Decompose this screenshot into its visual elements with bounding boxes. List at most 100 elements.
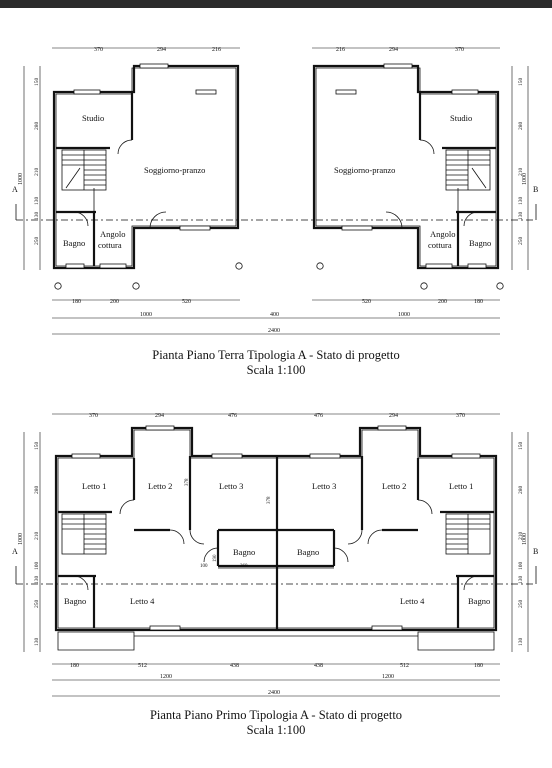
inner-dim-260: 260 bbox=[240, 564, 248, 569]
side-dim-right-1: 150 bbox=[518, 78, 524, 87]
first-doors bbox=[73, 499, 479, 591]
ground-side-dimensions: 1000 150 280 210 130 130 250 1000 150 28… bbox=[18, 66, 529, 270]
side-ff-l1: 150 bbox=[34, 442, 40, 451]
side-dim-right-2: 280 bbox=[518, 122, 524, 131]
side-dim-left-4: 130 bbox=[34, 197, 40, 206]
first-left-stairs bbox=[61, 513, 107, 555]
dim-bottom-ff-6: 180 bbox=[474, 663, 483, 669]
dim-bottom-left-1: 180 bbox=[72, 299, 81, 305]
first-top-dimensions: 370 294 476 476 294 370 bbox=[52, 413, 500, 419]
dim-top-right-2: 294 bbox=[389, 47, 398, 53]
room-letto1: Letto 1 bbox=[82, 481, 106, 491]
side-ff-l2: 280 bbox=[34, 486, 40, 495]
side-dim-right-6: 250 bbox=[518, 237, 524, 246]
dim-top-4: 476 bbox=[314, 413, 323, 419]
dim-grand-total: 2400 bbox=[268, 328, 280, 334]
section-a-label: A bbox=[12, 185, 18, 194]
side-total-right: 1000 bbox=[522, 173, 528, 185]
room-soggiorno: Soggiorno-pranzo bbox=[144, 165, 205, 175]
first-floor-scale: Scala 1:100 bbox=[246, 723, 306, 737]
inner-dim-378-right: 378 bbox=[267, 496, 272, 504]
ground-floor-caption: Pianta Piano Terra Tipologia A - Stato d… bbox=[0, 348, 552, 378]
side-ff-r2: 280 bbox=[518, 486, 524, 495]
first-section-line: A B bbox=[12, 547, 538, 585]
room-angolo-2: cottura bbox=[98, 240, 122, 250]
room-bagno-right: Bagno bbox=[469, 238, 491, 248]
dim-bottom-right-3: 180 bbox=[474, 299, 483, 305]
first-side-dimensions: 1000 150 280 210 100 130 250 130 1000 15… bbox=[18, 432, 529, 652]
dim-top-2: 294 bbox=[155, 413, 164, 419]
section-b-label-ff: B bbox=[533, 547, 538, 556]
inner-dim-100: 100 bbox=[200, 564, 208, 569]
axis-marker bbox=[54, 282, 62, 290]
dim-grand-total-ff: 2400 bbox=[268, 690, 280, 696]
room-angolo-1: Angolo bbox=[100, 229, 126, 239]
dim-top-1: 370 bbox=[89, 413, 98, 419]
dim-unit-total-right: 1000 bbox=[398, 312, 410, 318]
room-angolo-right-1: Angolo bbox=[430, 229, 456, 239]
dim-bottom-ff-4: 438 bbox=[314, 663, 323, 669]
window bbox=[195, 89, 217, 95]
side-ff-l5: 130 bbox=[34, 576, 40, 585]
ground-right-unit: Studio Soggiorno-pranzo Bagno Angolo cot… bbox=[312, 63, 500, 270]
axis-marker bbox=[132, 282, 140, 290]
side-dim-left-2: 280 bbox=[34, 122, 40, 131]
side-ff-r7: 130 bbox=[518, 638, 524, 647]
room-bagno-right: Bagno bbox=[468, 596, 490, 606]
side-total-right-ff: 1000 bbox=[522, 533, 528, 545]
side-dim-left-5: 130 bbox=[34, 212, 40, 221]
ground-right-stairs bbox=[446, 150, 490, 190]
window bbox=[383, 63, 413, 69]
room-bagno-center-right: Bagno bbox=[297, 547, 319, 557]
window bbox=[179, 225, 211, 231]
inner-dim-190: 190 bbox=[213, 554, 218, 562]
side-ff-r3: 210 bbox=[518, 532, 524, 541]
side-ff-r1: 150 bbox=[518, 442, 524, 451]
side-ff-l7: 130 bbox=[34, 638, 40, 647]
side-ff-l4: 100 bbox=[34, 562, 40, 571]
dim-bottom-left-2: 200 bbox=[110, 299, 119, 305]
side-ff-r5: 130 bbox=[518, 576, 524, 585]
side-ff-r6: 250 bbox=[518, 600, 524, 609]
top-bar bbox=[0, 0, 552, 8]
dim-unit-total-left: 1000 bbox=[140, 312, 152, 318]
side-dim-left-3: 210 bbox=[34, 168, 40, 177]
ground-section-line: A B bbox=[12, 185, 538, 221]
dim-bottom-ff-1: 180 bbox=[70, 663, 79, 669]
inner-dim-378-left: 378 bbox=[185, 478, 190, 486]
dim-unit-ff-right: 1200 bbox=[382, 674, 394, 680]
dim-gap: 400 bbox=[270, 312, 279, 318]
dim-bottom-right-1: 520 bbox=[362, 299, 371, 305]
column-marker bbox=[235, 262, 243, 270]
dim-top-left-2: 294 bbox=[157, 47, 166, 53]
first-floor-walls bbox=[54, 426, 498, 651]
first-floor-title: Pianta Piano Primo Tipologia A - Stato d… bbox=[149, 708, 403, 722]
window bbox=[341, 225, 373, 231]
room-letto2: Letto 2 bbox=[148, 481, 172, 491]
room-letto3-right: Letto 3 bbox=[312, 481, 336, 491]
room-letto2-right: Letto 2 bbox=[382, 481, 406, 491]
dim-top-right-3: 370 bbox=[455, 47, 464, 53]
room-letto1-right: Letto 1 bbox=[449, 481, 473, 491]
dim-top-left-3: 216 bbox=[212, 47, 221, 53]
dim-top-right-1: 216 bbox=[336, 47, 345, 53]
ground-top-dimensions: 370 294 216 216 294 370 bbox=[52, 47, 500, 53]
dim-top-5: 294 bbox=[389, 413, 398, 419]
first-floor-plan: 370 294 476 476 294 370 1000 150 280 210… bbox=[12, 413, 538, 697]
room-letto4: Letto 4 bbox=[130, 596, 155, 606]
axis-marker bbox=[420, 282, 428, 290]
window bbox=[451, 89, 479, 95]
column-marker bbox=[316, 262, 324, 270]
first-windows bbox=[71, 425, 481, 631]
first-right-stairs bbox=[445, 513, 491, 555]
room-soggiorno-right: Soggiorno-pranzo bbox=[334, 165, 395, 175]
ground-bottom-dimensions: 180 200 520 520 200 180 1000 400 1000 24… bbox=[52, 299, 500, 335]
side-dim-left-1: 150 bbox=[34, 78, 40, 87]
section-b-label: B bbox=[533, 185, 538, 194]
section-a-label-ff: A bbox=[12, 547, 18, 556]
ground-left-stairs bbox=[62, 150, 106, 190]
room-angolo-right-2: cottura bbox=[428, 240, 452, 250]
ground-floor-plan: 370 294 216 216 294 370 1000 150 280 210… bbox=[12, 47, 538, 335]
ground-floor-title: Pianta Piano Terra Tipologia A - Stato d… bbox=[152, 348, 400, 362]
room-letto4-right: Letto 4 bbox=[400, 596, 425, 606]
